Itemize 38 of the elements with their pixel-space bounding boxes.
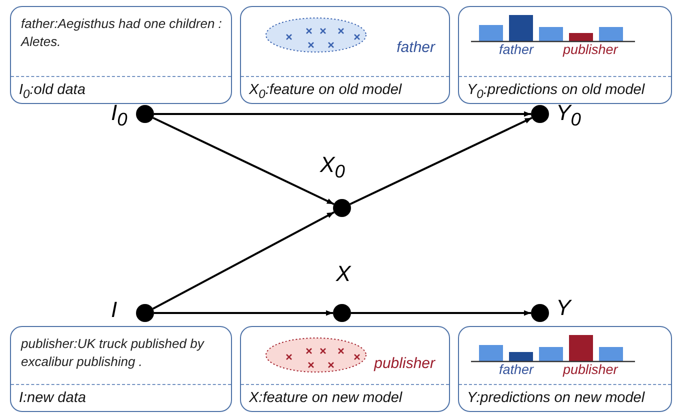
bar-label: publisher	[563, 362, 618, 377]
arrow	[154, 310, 333, 316]
node-dot	[531, 304, 549, 322]
bar-label: father	[499, 362, 534, 377]
node-label: I	[111, 297, 118, 323]
example-sentence: publisher:UK truck published by excalibur publishing .	[21, 335, 206, 370]
arrow	[152, 211, 335, 310]
node-dot	[333, 304, 351, 322]
info-card	[240, 6, 450, 104]
feature-label: publisher	[374, 355, 435, 372]
node-label: X	[336, 261, 351, 287]
bar-label: father	[499, 42, 534, 57]
node-label: Y	[556, 295, 571, 321]
card-caption: Y:predictions on new model	[459, 384, 671, 411]
node-label: Y$_{0}$	[556, 100, 581, 130]
card-caption: X:feature on new model	[241, 384, 449, 411]
card-caption: I:new data	[11, 384, 231, 411]
bar-label: publisher	[563, 42, 618, 57]
node-dot	[136, 105, 154, 123]
card-caption: Y$_{0}$:predictions on old model	[459, 76, 671, 103]
arrow	[152, 116, 334, 206]
node-dot	[531, 105, 549, 123]
arrow	[350, 116, 532, 206]
node-label: I$_{0}$	[111, 100, 128, 130]
info-card	[240, 326, 450, 412]
example-sentence: father:Aegisthus had one children : Aletes.	[21, 15, 223, 50]
info-card	[10, 6, 232, 104]
card-caption: X$_{0}$:feature on old model	[241, 76, 449, 103]
node-label: X$_{0}$	[320, 152, 345, 182]
node-dot	[136, 304, 154, 322]
feature-label: father	[396, 39, 435, 56]
info-card	[458, 6, 672, 104]
card-caption: I$_{0}$:old data	[11, 76, 231, 103]
node-dot	[333, 199, 351, 217]
info-card	[458, 326, 672, 412]
info-card	[10, 326, 232, 412]
arrow	[154, 111, 531, 117]
arrow	[351, 310, 531, 316]
